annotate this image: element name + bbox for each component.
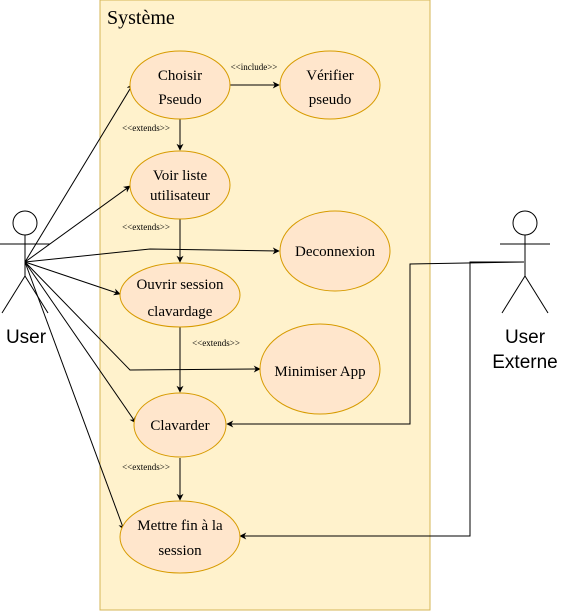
include-label: <<include>>: [231, 62, 278, 72]
usecase-choisir-label-1: Choisir: [158, 68, 202, 84]
actor-external-label-1: User: [505, 327, 546, 348]
user-associations: [24, 83, 280, 531]
usecase-mettre-fin-label-2: session: [158, 543, 202, 559]
extends-label-3: <<extends>>: [192, 338, 240, 348]
extends-label-1: <<extends>>: [122, 123, 170, 133]
actor-user-label: User: [6, 327, 47, 348]
usecase-deconnexion[interactable]: [279, 210, 391, 292]
usecase-voir-liste[interactable]: [129, 150, 231, 220]
actor-user-right-leg: [24, 275, 49, 314]
actor-user[interactable]: [0, 210, 50, 314]
usecase-voir-label-2: utilisateur: [150, 188, 210, 204]
user-to-mettre-fin-arrow: [24, 261, 126, 531]
usecase-verifier-label-1: Vérifier: [306, 68, 353, 84]
actor-external-label-2: Externe: [492, 352, 557, 373]
user-to-ouvrir-arrow: [24, 261, 121, 296]
extends-label-2: <<extends>>: [122, 222, 170, 232]
usecase-minimiser-app[interactable]: [259, 323, 381, 415]
user-to-clavarder-arrow: [24, 261, 137, 424]
usecase-ouvrir-session[interactable]: [119, 262, 241, 328]
usecase-clavarder-label: Clavarder: [150, 418, 209, 434]
usecase-verifier-pseudo[interactable]: [279, 50, 381, 120]
user-to-voir-arrow: [24, 185, 131, 263]
external-associations: [226, 261, 525, 540]
system-title: Système: [107, 7, 175, 29]
usecase-mettre-fin-label-1: Mettre fin à la: [137, 518, 223, 534]
usecase-choisir-label-2: Pseudo: [158, 92, 201, 108]
usecase-minimiser-label: Minimiser App: [274, 364, 365, 380]
usecase-choisir-pseudo[interactable]: [129, 50, 231, 120]
actor-user-left-leg: [1, 275, 26, 314]
user-to-deconnexion-arrow: [24, 247, 280, 263]
usecase-ouvrir-label-1: Ouvrir session: [136, 277, 224, 293]
usecase-ouvrir-label-2: clavardage: [148, 304, 213, 320]
user-to-choisir-arrow: [24, 83, 134, 263]
usecase-clavarder[interactable]: [133, 392, 227, 458]
usecase-voir-label-1: Voir liste: [153, 168, 208, 184]
actor-external-head: [512, 210, 538, 236]
actor-external-left-leg: [501, 275, 526, 314]
user-to-minimiser-arrow: [24, 261, 261, 373]
actor-external-right-leg: [524, 275, 549, 314]
actor-user-externe[interactable]: [500, 210, 550, 314]
usecase-relations: [176, 81, 280, 501]
usecase-deconnexion-label: Deconnexion: [295, 244, 375, 260]
extends-label-4: <<extends>>: [122, 462, 170, 472]
external-to-mettre-fin-arrow: [239, 261, 524, 540]
actor-user-head: [12, 210, 38, 236]
external-to-clavarder-arrow: [226, 261, 525, 428]
usecase-mettre-fin[interactable]: [119, 500, 241, 574]
usecase-verifier-label-2: pseudo: [309, 92, 352, 108]
